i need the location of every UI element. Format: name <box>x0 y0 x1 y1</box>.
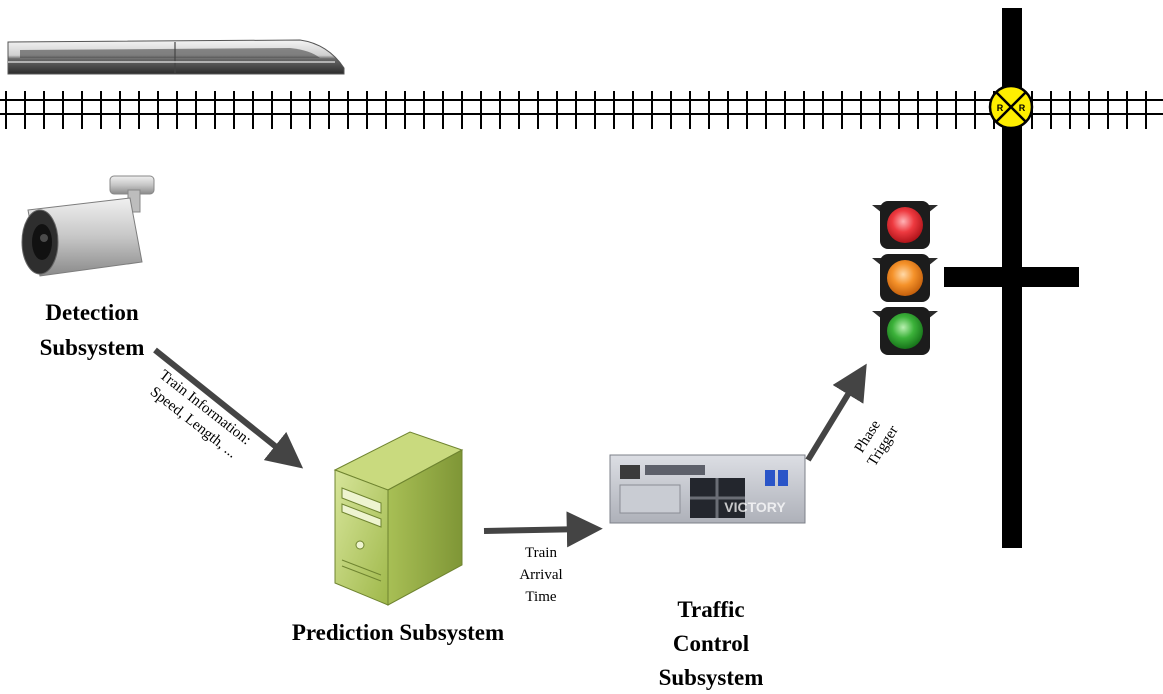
detection-label-line2: Subsystem <box>40 335 145 360</box>
traffic-control-label-line3: Subsystem <box>659 665 764 690</box>
road <box>944 8 1079 548</box>
arrival-time-line3: Time <box>525 589 556 605</box>
prediction-label: Prediction Subsystem <box>292 620 504 645</box>
train-illustration <box>7 39 345 75</box>
arrow-detection-to-prediction <box>153 347 304 469</box>
arrow-control-to-signal <box>805 363 867 462</box>
detection-label-line1: Detection <box>45 300 138 325</box>
traffic-light <box>872 201 938 355</box>
traffic-controller-icon: VICTORY <box>609 454 806 524</box>
phase-trigger-annotation: Phase Trigger <box>852 417 902 469</box>
arrival-time-line1: Train <box>525 545 557 561</box>
crossing-sign-right-letter: R <box>1019 103 1026 113</box>
signal-green <box>872 307 938 355</box>
camera-icon <box>21 175 155 277</box>
railway-track <box>0 91 1163 129</box>
crossing-sign-left-letter: R <box>997 103 1004 113</box>
arrow-prediction-to-control <box>483 511 603 548</box>
railroad-crossing-sign: R R <box>988 84 1034 130</box>
server-icon <box>333 431 464 606</box>
signal-red <box>872 201 938 249</box>
signal-amber <box>872 254 938 302</box>
controller-brand-text: VICTORY <box>724 499 786 515</box>
arrival-time-line2: Arrival <box>519 567 562 583</box>
traffic-control-label-line2: Control <box>673 631 749 656</box>
traffic-control-label-line1: Traffic <box>677 597 744 622</box>
